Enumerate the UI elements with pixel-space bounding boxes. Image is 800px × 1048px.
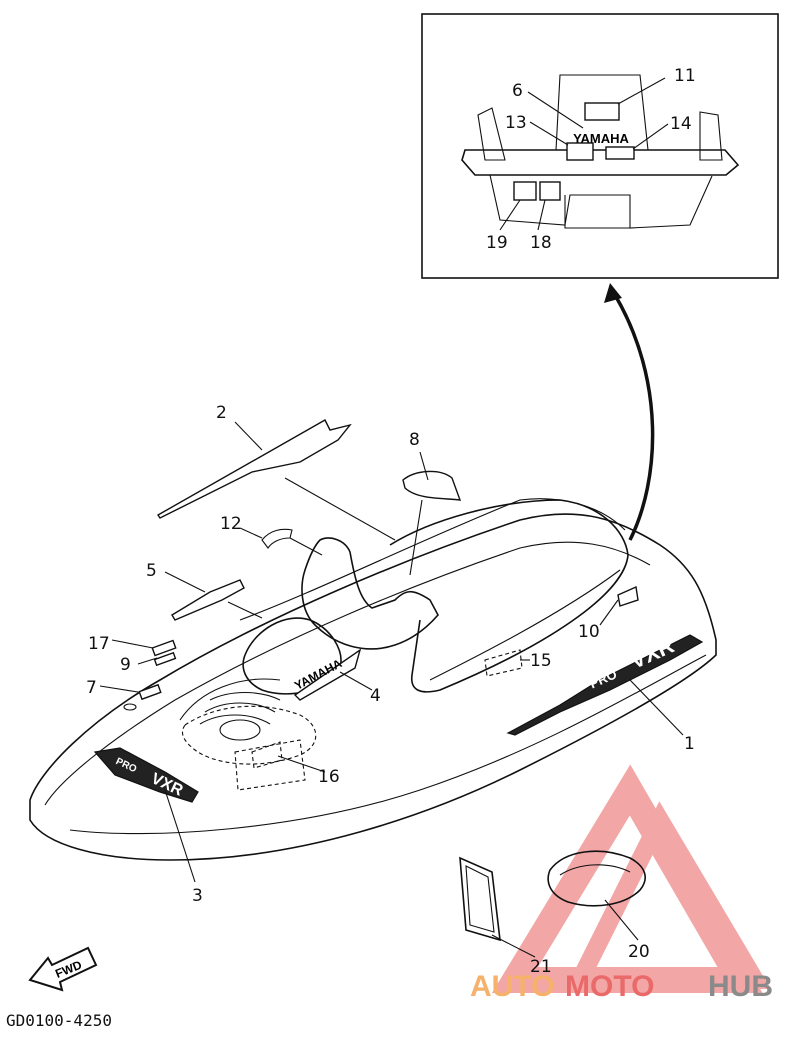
- decal-2: [157, 419, 352, 519]
- decal-5: [171, 579, 245, 621]
- callout-5: 5: [146, 561, 157, 581]
- decal-17: [151, 639, 177, 657]
- callout-15: 15: [530, 651, 552, 671]
- callout-8: 8: [409, 430, 420, 450]
- decal-7: [138, 683, 162, 701]
- figure-code: GD0100-4250: [6, 1011, 112, 1030]
- decal-14: [605, 146, 635, 160]
- leader-lines: [99, 421, 684, 958]
- part-21: [459, 856, 501, 942]
- callout-21: 21: [530, 957, 552, 977]
- decal-3: [93, 747, 199, 803]
- callout-11: 11: [674, 66, 696, 86]
- decal-12: [261, 528, 293, 549]
- decal-15: [484, 649, 523, 677]
- callout-19: 19: [486, 233, 508, 253]
- watermark-hub: HUB: [708, 970, 773, 1003]
- callout-3: 3: [192, 886, 203, 906]
- loose-parts: [459, 850, 646, 942]
- decal-18: [539, 181, 561, 201]
- callout-18: 18: [530, 233, 552, 253]
- watermark-logo: [491, 764, 771, 993]
- callout-9: 9: [120, 655, 131, 675]
- callout-2: 2: [216, 403, 227, 423]
- callout-13: 13: [505, 113, 527, 133]
- fwd-arrow: FWD: [28, 946, 98, 992]
- callout-4: 4: [370, 686, 381, 706]
- callout-10: 10: [578, 622, 600, 642]
- watermark-moto: MOTO: [565, 970, 654, 1003]
- callout-20: 20: [628, 942, 650, 962]
- callout-1: 1: [684, 734, 695, 754]
- callout-7: 7: [86, 678, 97, 698]
- watermark-text: AUTO MOTO HUB: [470, 970, 773, 1003]
- part-20: [547, 850, 646, 907]
- callout-14: 14: [670, 114, 692, 134]
- decal-1: [506, 634, 704, 736]
- callouts: 11 6 13 14 19 18 2 8 12 5 17 9 7 4 15 10…: [86, 66, 696, 977]
- decals: YAMAHA PRO VXR PRO VXR: [93, 419, 704, 803]
- decal-9: [153, 651, 177, 667]
- decal-13: [566, 142, 594, 161]
- callout-6: 6: [512, 81, 523, 101]
- decal-19: [513, 181, 537, 201]
- decal-4: [293, 648, 362, 701]
- callout-16: 16: [318, 767, 340, 787]
- yamaha-text-inset: YAMAHA: [573, 131, 629, 146]
- decal-10: [617, 585, 639, 607]
- inset-detail: YAMAHA: [421, 13, 779, 279]
- callout-17: 17: [88, 634, 110, 654]
- decal-11: [584, 102, 620, 121]
- inset-arrow: [604, 283, 655, 541]
- decal-8: [402, 470, 462, 501]
- callout-12: 12: [220, 514, 242, 534]
- watermark-auto: AUTO: [470, 970, 554, 1003]
